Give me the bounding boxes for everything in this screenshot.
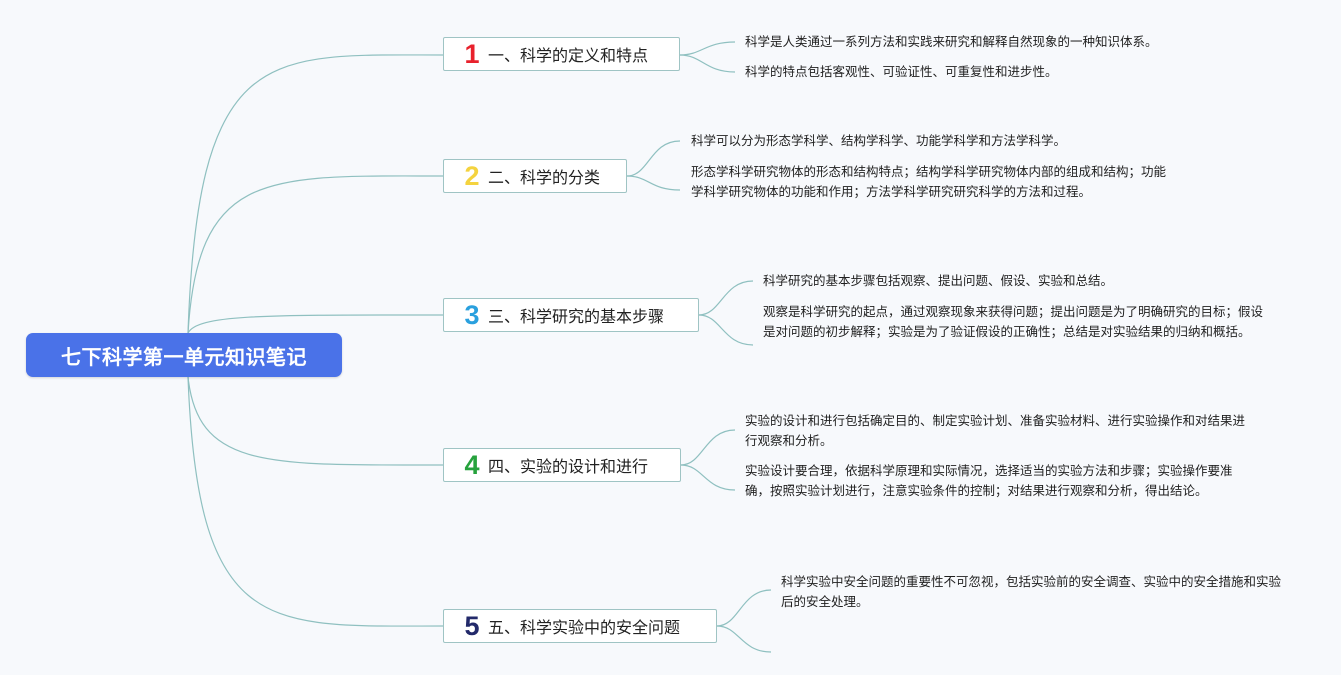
subtopic-3-2[interactable]: 观察是科学研究的起点，通过观察现象来获得问题；提出问题是为了明确研究的目标；假设… [763,304,1264,339]
topic-number-5: 5 [464,610,480,641]
topic-number-4: 4 [464,449,480,480]
root-link-1 [187,54,444,334]
sub-link-4-1 [680,429,736,466]
root-link-3 [187,314,444,334]
topic-node-4[interactable]: 4 四、实验的设计和进行 [443,448,681,482]
subtopic-4-2[interactable]: 实验设计要合理，依据科学原理和实际情况，选择适当的实验方法和步骤；实验操作要准确… [745,463,1233,498]
subtopic-5-1[interactable]: 科学实验中安全问题的重要性不可忽视，包括实验前的安全调查、实验中的安全措施和实验… [781,574,1282,609]
sub-link-4-2 [680,464,736,491]
sub-link-3-2 [698,314,754,346]
topic-label-4: 四、实验的设计和进行 [488,457,649,476]
sub-link-1-2 [679,54,736,73]
topic-number-2: 2 [464,160,480,191]
topic-node-2[interactable]: 2 二、科学的分类 [443,159,627,193]
topic-node-1[interactable]: 1 一、科学的定义和特点 [443,37,680,71]
sub-link-5-1 [716,589,772,627]
topic-number-1: 1 [464,38,480,69]
topic-node-3[interactable]: 3 三、科学研究的基本步骤 [443,298,699,332]
root-link-5 [187,376,444,627]
topic-label-5: 五、科学实验中的安全问题 [488,618,681,637]
root-link-2 [187,175,444,334]
subtopic-2-2[interactable]: 形态学科学研究物体的形态和结构特点；结构学科学研究物体内部的组成和结构；功能学科… [691,164,1167,199]
subtopic-1-1[interactable]: 科学是人类通过一系列方法和实践来研究和解释自然现象的一种知识体系。 [745,34,1158,49]
sub-link-2-1 [626,140,681,177]
sub-link-1-1 [679,41,736,56]
root-node[interactable]: 七下科学第一单元知识笔记 [26,333,342,377]
subtopic-2-1[interactable]: 科学可以分为形态学科学、结构学科学、功能学科学和方法学科学。 [691,133,1067,148]
sub-link-2-2 [626,175,681,191]
topic-node-5[interactable]: 5 五、科学实验中的安全问题 [443,609,717,643]
topic-label-3: 三、科学研究的基本步骤 [488,307,665,326]
root-title: 七下科学第一单元知识笔记 [61,344,307,369]
topic-label-2: 二、科学的分类 [488,168,601,187]
root-link-4 [187,376,444,466]
topic-number-3: 3 [464,299,480,330]
topic-label-1: 一、科学的定义和特点 [488,46,649,65]
subtopic-4-1[interactable]: 实验的设计和进行包括确定目的、制定实验计划、准备实验材料、进行实验操作和对结果进… [745,413,1246,448]
sub-link-5-2 [716,625,772,653]
subtopic-3-1[interactable]: 科学研究的基本步骤包括观察、提出问题、假设、实验和总结。 [763,273,1114,288]
sub-link-3-1 [698,280,754,316]
subtopic-1-2[interactable]: 科学的特点包括客观性、可验证性、可重复性和进步性。 [745,64,1058,79]
